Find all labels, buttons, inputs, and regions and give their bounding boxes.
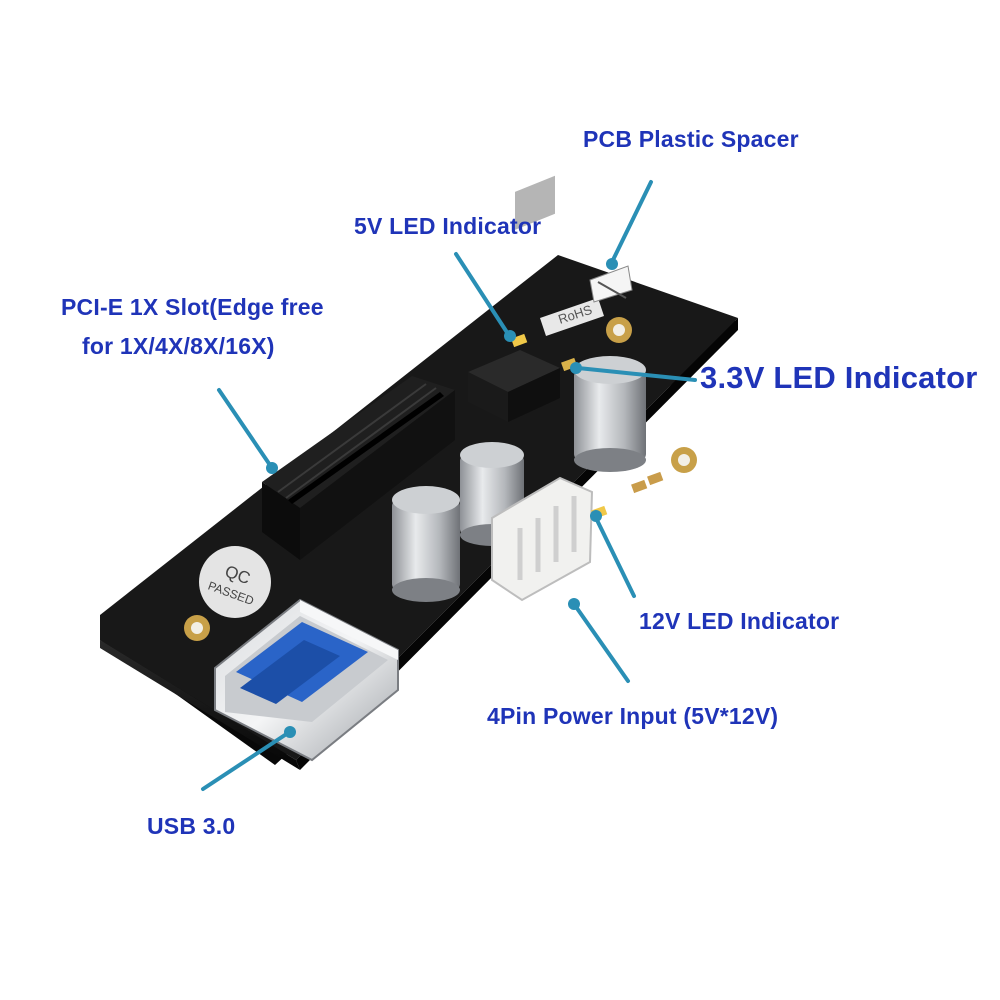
label-pcb-plastic-spacer: PCB Plastic Spacer: [583, 126, 799, 152]
callout-dots: [266, 258, 618, 738]
smd-components: [511, 333, 664, 520]
label-4pin-power-input: 4Pin Power Input (5V*12V): [487, 703, 779, 729]
callout-line-33v: [576, 366, 697, 382]
callout-line-5v: [454, 252, 512, 339]
power-header: [468, 175, 560, 422]
pcb-plastic-spacer: [589, 265, 633, 303]
pcie-1x-slot: [262, 376, 455, 560]
mounting-holes: [184, 317, 697, 641]
label-usb-3: USB 3.0: [147, 813, 236, 839]
qc-passed-sticker: QC PASSED: [199, 546, 271, 618]
4pin-power-connector: [491, 476, 594, 602]
label-pcie-slot-line2: for 1X/4X/8X/16X): [82, 333, 275, 359]
callout-lines: [201, 180, 697, 791]
capacitor-1: [392, 486, 460, 602]
usb-3-port: [214, 598, 399, 762]
label-12v-led-indicator: 12V LED Indicator: [639, 608, 840, 634]
callout-line-4pin: [572, 602, 630, 683]
label-5v-led-indicator: 5V LED Indicator: [354, 213, 542, 239]
callout-line-usb: [201, 731, 290, 791]
callout-line-spacer: [610, 180, 653, 264]
label-pcie-slot-line1: PCI-E 1X Slot(Edge free: [61, 294, 324, 320]
callout-line-pcie: [217, 388, 274, 470]
label-33v-led-indicator: 3.3V LED Indicator: [700, 360, 978, 395]
callout-line-12v: [594, 516, 636, 598]
capacitor-3: [574, 356, 646, 472]
